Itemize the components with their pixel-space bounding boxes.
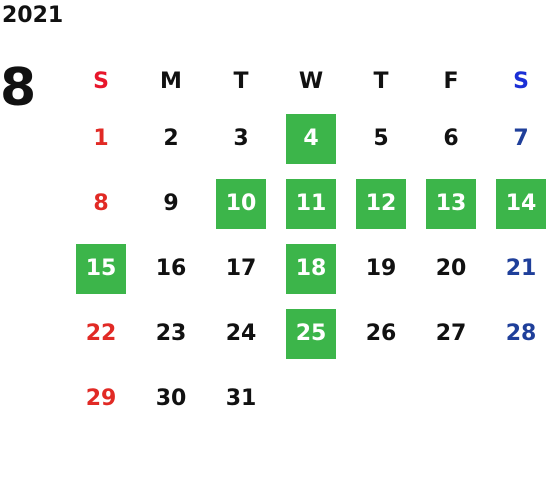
- day-number: 1: [93, 126, 109, 151]
- day-number: 18: [286, 243, 336, 294]
- day-cell[interactable]: 29: [66, 366, 136, 431]
- day-cell[interactable]: 9: [136, 171, 206, 236]
- day-cell-highlighted[interactable]: 14: [486, 171, 548, 236]
- day-cell-highlighted[interactable]: 13: [416, 171, 486, 236]
- day-cell[interactable]: 1: [66, 106, 136, 171]
- month-label: 8: [0, 58, 37, 118]
- day-cell[interactable]: 21: [486, 236, 548, 301]
- day-number: 20: [435, 256, 467, 281]
- day-cell[interactable]: 16: [136, 236, 206, 301]
- day-number: 23: [155, 321, 187, 346]
- day-cell[interactable]: 17: [206, 236, 276, 301]
- day-cell[interactable]: 23: [136, 301, 206, 366]
- day-cell-highlighted[interactable]: 25: [276, 301, 346, 366]
- day-cell-highlighted[interactable]: 11: [276, 171, 346, 236]
- day-number: 21: [505, 256, 537, 281]
- day-number: 24: [225, 321, 257, 346]
- day-cell[interactable]: 19: [346, 236, 416, 301]
- day-cell[interactable]: 8: [66, 171, 136, 236]
- day-number: 2: [163, 126, 179, 151]
- weekday-header-wed: W: [298, 68, 324, 94]
- day-cell[interactable]: 28: [486, 301, 548, 366]
- day-cell-highlighted[interactable]: 12: [346, 171, 416, 236]
- day-number: 14: [496, 178, 546, 229]
- day-cell[interactable]: 6: [416, 106, 486, 171]
- day-cell[interactable]: 22: [66, 301, 136, 366]
- day-number: 3: [233, 126, 249, 151]
- day-cell[interactable]: 30: [136, 366, 206, 431]
- day-cell[interactable]: 7: [486, 106, 548, 171]
- weekday-header-tue: T: [233, 68, 249, 94]
- day-number: 12: [356, 178, 406, 229]
- day-number: 17: [225, 256, 257, 281]
- day-number: 25: [286, 308, 336, 359]
- day-number: 4: [286, 113, 336, 164]
- day-cell-highlighted[interactable]: 10: [206, 171, 276, 236]
- day-number: 8: [93, 191, 109, 216]
- day-number: 11: [286, 178, 336, 229]
- day-cell[interactable]: 26: [346, 301, 416, 366]
- weekday-header-sat: S: [513, 68, 529, 94]
- day-number: 6: [443, 126, 459, 151]
- day-cell[interactable]: 2: [136, 106, 206, 171]
- day-number: 29: [85, 386, 117, 411]
- day-cell[interactable]: 24: [206, 301, 276, 366]
- day-cell[interactable]: 20: [416, 236, 486, 301]
- calendar-grid: S M T W T F S 1 2 3 4 5 6 7 8 9 10 11 12…: [66, 56, 548, 496]
- day-number: 9: [163, 191, 179, 216]
- day-number: 26: [365, 321, 397, 346]
- day-number: 27: [435, 321, 467, 346]
- day-cell[interactable]: 5: [346, 106, 416, 171]
- day-number: 10: [216, 178, 266, 229]
- weekday-header-mon: M: [160, 68, 182, 94]
- day-number: 16: [155, 256, 187, 281]
- day-number: 22: [85, 321, 117, 346]
- day-cell-highlighted[interactable]: 18: [276, 236, 346, 301]
- year-label: 2021: [2, 3, 64, 28]
- day-cell[interactable]: 31: [206, 366, 276, 431]
- weekday-header-fri: F: [443, 68, 459, 94]
- day-cell-highlighted[interactable]: 15: [66, 236, 136, 301]
- day-number: 30: [155, 386, 187, 411]
- day-cell[interactable]: 3: [206, 106, 276, 171]
- day-number: 28: [505, 321, 537, 346]
- day-number: 5: [373, 126, 389, 151]
- day-number: 13: [426, 178, 476, 229]
- weekday-header-thu: T: [373, 68, 389, 94]
- day-number: 31: [225, 386, 257, 411]
- day-number: 19: [365, 256, 397, 281]
- day-number: 7: [513, 126, 529, 151]
- weekday-header-sun: S: [93, 68, 109, 94]
- day-number: 15: [76, 243, 126, 294]
- day-cell[interactable]: 27: [416, 301, 486, 366]
- day-cell-highlighted[interactable]: 4: [276, 106, 346, 171]
